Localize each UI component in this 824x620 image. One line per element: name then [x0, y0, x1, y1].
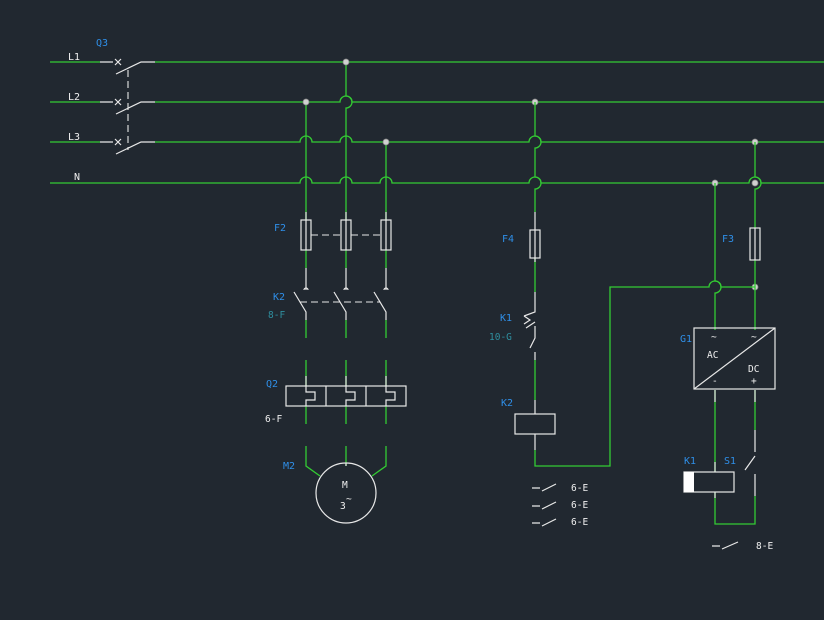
label-l2: L2 — [68, 92, 80, 103]
label-q2-ref: 6-F — [265, 414, 282, 425]
supply-circuit-wires — [714, 142, 762, 525]
coil-k2[interactable] — [514, 400, 556, 450]
coil-k1[interactable] — [683, 462, 735, 498]
busbars — [50, 61, 824, 184]
g1-term-br: + — [751, 376, 757, 387]
motor-phase-text: 3 — [340, 501, 346, 512]
fuse-f2[interactable] — [300, 212, 392, 251]
label-g1: G1 — [680, 334, 692, 345]
label-n: N — [74, 172, 80, 183]
label-l3: L3 — [68, 132, 80, 143]
label-k2-coil: K2 — [501, 398, 513, 409]
label-m2: M2 — [283, 461, 295, 472]
fuse-f3[interactable] — [749, 227, 761, 261]
crossref-k2-1: 6-E — [571, 483, 588, 494]
label-k2-main-ref: 8-F — [268, 310, 285, 321]
control-circuit-wires — [534, 102, 755, 467]
label-f3: F3 — [722, 234, 734, 245]
overload-q2[interactable] — [285, 376, 407, 407]
switch-s1[interactable] — [744, 430, 756, 496]
motor-m-text: M — [342, 480, 348, 491]
label-k2-main: K2 — [273, 292, 285, 303]
crossref-k2 — [532, 483, 557, 527]
crossref-k2-3: 6-E — [571, 517, 588, 528]
label-q2: Q2 — [266, 379, 278, 390]
label-k1-coil: K1 — [684, 456, 696, 467]
bus-l3-wire — [50, 135, 824, 143]
g1-ac-text: AC — [707, 350, 718, 361]
crossref-k1 — [712, 541, 739, 550]
motor-tilde-text: ~ — [346, 494, 352, 505]
g1-term-tr: ~ — [751, 332, 757, 343]
g1-term-tl: ~ — [711, 332, 717, 343]
crossref-k2-2: 6-E — [571, 500, 588, 511]
bus-l2-wire — [50, 95, 824, 103]
label-q3: Q3 — [96, 38, 108, 49]
contactor-k2-main[interactable] — [293, 268, 389, 320]
label-l1: L1 — [68, 52, 80, 63]
crossref-k1-1: 8-E — [756, 541, 773, 552]
motor-m2[interactable]: M 3 ~ — [315, 462, 377, 524]
label-f4: F4 — [502, 234, 514, 245]
label-s1: S1 — [724, 456, 736, 467]
g1-term-bl: - — [712, 376, 718, 387]
g1-dc-text: DC — [748, 364, 759, 375]
label-k1-contact-ref: 10-G — [489, 332, 512, 343]
power-supply-g1[interactable]: AC DC ~ ~ - + — [693, 327, 776, 402]
contact-k1-nc[interactable] — [523, 292, 536, 360]
label-f2: F2 — [274, 223, 286, 234]
label-k1-contact: K1 — [500, 313, 512, 324]
fuse-f4[interactable] — [529, 212, 541, 262]
main-switch-q3[interactable] — [100, 58, 155, 155]
bus-n-wire — [50, 176, 824, 184]
